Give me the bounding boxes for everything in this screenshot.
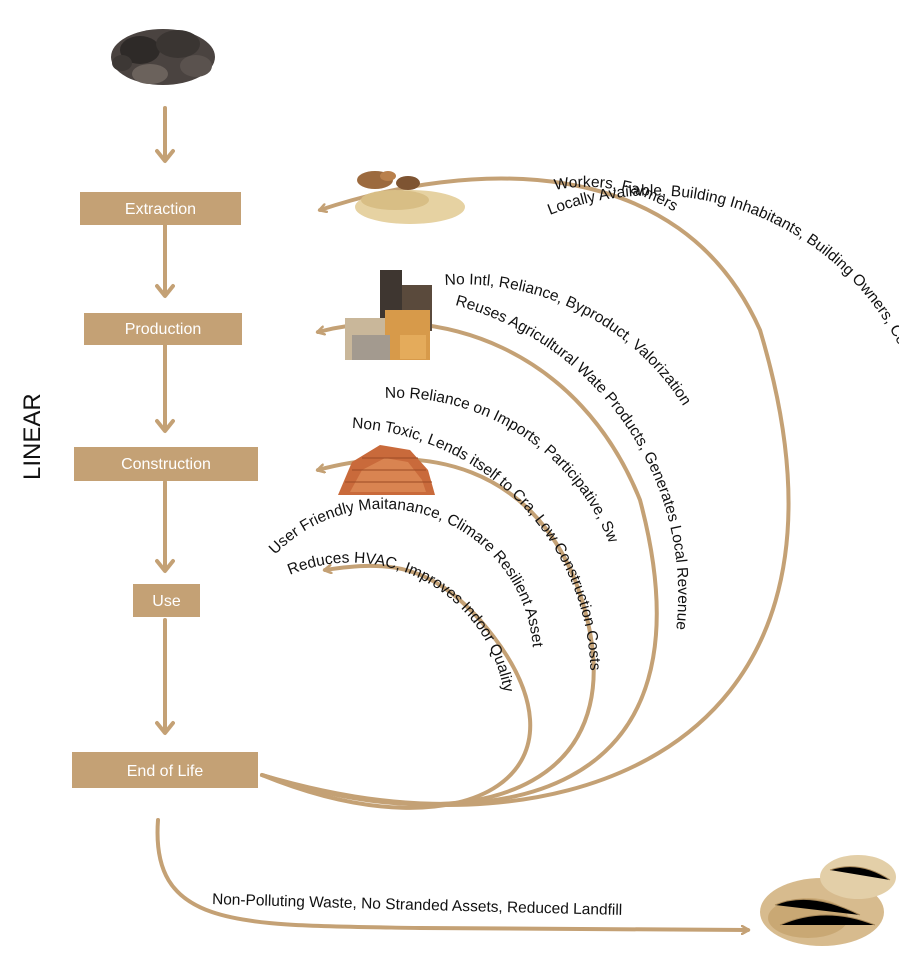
- stage-label: End of Life: [127, 763, 204, 780]
- stage-end-of-life: End of Life: [72, 752, 258, 788]
- timber-blocks-image: [345, 270, 432, 360]
- stage-use: Use: [133, 584, 200, 617]
- stage-label: Construction: [121, 456, 211, 473]
- stage-extraction: Extraction: [80, 192, 241, 225]
- stage-label: Extraction: [125, 201, 196, 218]
- stage-label: Production: [125, 321, 202, 338]
- brick-pile-image: [338, 445, 435, 495]
- loop-to-use: [262, 566, 530, 808]
- stage-construction: Construction: [74, 447, 258, 481]
- end-path-label: Non-Polluting Waste, No Stranded Assets,…: [212, 891, 623, 919]
- raw-soil-image: [111, 29, 215, 85]
- diagram-title: LINEAR: [19, 393, 46, 480]
- stage-label: Use: [152, 593, 181, 610]
- straw-bale-image: [760, 855, 896, 946]
- straw-and-clay-image: [355, 171, 465, 224]
- stage-production: Production: [84, 313, 242, 345]
- use-loop-label-2: Reduces HVAC, Improves Indoor Quality: [285, 549, 517, 693]
